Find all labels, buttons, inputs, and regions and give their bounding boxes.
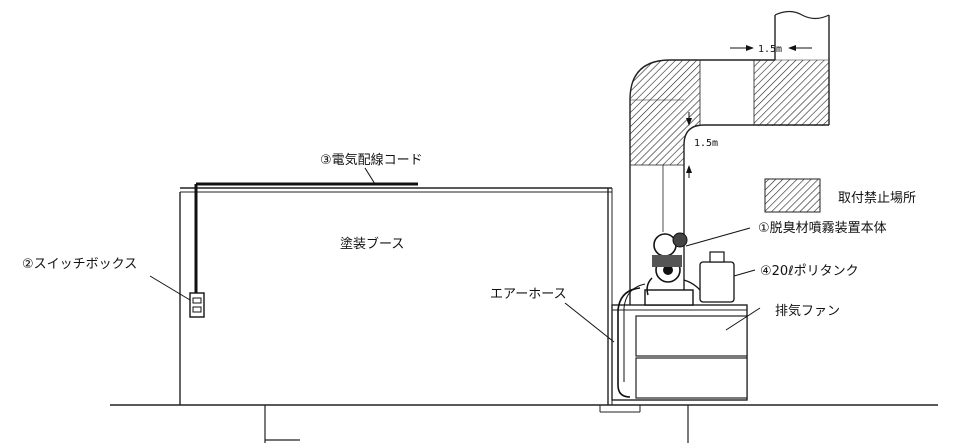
dim-horizontal-label: 1.5m [758,44,782,55]
switch-box [149,275,205,318]
floor [110,404,938,443]
deodorizer-unit-label: ①脱臭材噴霧装置本体 [758,221,887,236]
dim-vertical-label: 1.5m [694,138,718,149]
deodorizer-unit [644,165,751,306]
dimension-vertical [686,112,692,178]
exhaust-duct [629,10,830,305]
exhaust-fan-label: 排気ファン [775,303,840,319]
dimension-horizontal [730,45,812,51]
exhaust-fan [611,304,761,405]
wiring-cord [194,167,418,293]
air-hose-label: エアーホース [490,287,567,302]
wiring-cord-label: ③電気配線コード [320,152,423,168]
no-mount-legend-swatch [764,178,821,213]
air-hose [564,283,646,398]
no-mount-zone-label: 取付禁止場所 [838,191,916,206]
poly-tank [699,251,756,303]
paint-booth-label: 塗装ブース [340,236,404,252]
switch-box-label: ②スイッチボックス [22,257,137,272]
poly-tank-label: ④20ℓポリタンク [760,264,859,279]
